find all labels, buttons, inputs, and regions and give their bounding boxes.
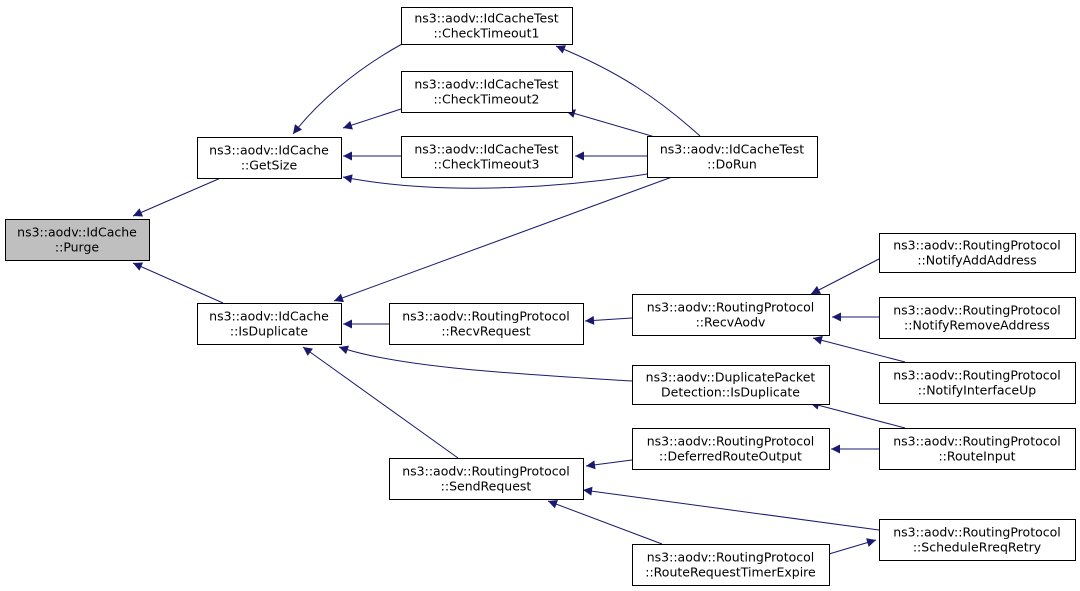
node-box <box>647 136 818 178</box>
edge-dorun-to-isdup <box>333 176 673 303</box>
node-box <box>389 303 584 345</box>
node-box <box>879 362 1076 404</box>
node-label-line: ::IsDuplicate <box>230 324 308 339</box>
node-label-line: ::CheckTimeout3 <box>434 157 540 172</box>
edge-notifyadd-to-recvaodv <box>810 258 880 295</box>
node-box <box>401 136 573 178</box>
node-ct3[interactable]: ns3::aodv::IdCacheTest::CheckTimeout3 <box>401 136 573 178</box>
node-label-line: ns3::aodv::IdCacheTest <box>414 77 558 92</box>
node-label-line: ::GetSize <box>241 158 298 173</box>
edge-sendreq-to-isdup <box>302 346 459 459</box>
node-label-line: ns3::aodv::RoutingProtocol <box>402 464 570 479</box>
node-label-line: ns3::aodv::RoutingProtocol <box>402 309 570 324</box>
node-label-line: ns3::aodv::IdCacheTest <box>414 142 558 157</box>
node-box <box>879 428 1076 470</box>
node-label-line: ::DoRun <box>707 157 757 172</box>
edge-dorun-to-ct1 <box>555 45 701 137</box>
node-label-line: ns3::aodv::IdCache <box>209 143 329 158</box>
node-label-line: ::CheckTimeout1 <box>434 26 540 41</box>
node-notifyup[interactable]: ns3::aodv::RoutingProtocol::NotifyInterf… <box>879 362 1076 404</box>
edge-notifyup-to-recvaodv <box>812 335 906 363</box>
node-box <box>401 71 573 113</box>
node-label-line: ::RouteRequestTimerExpire <box>645 565 816 580</box>
node-label-line: ::ScheduleRreqRetry <box>913 540 1042 555</box>
edge-dorun-to-ct2 <box>565 109 656 138</box>
edge-dorun-to-getsize <box>342 173 648 189</box>
edge-dpd-to-isdup <box>338 345 633 382</box>
node-recvaodv[interactable]: ns3::aodv::RoutingProtocol::RecvAodv <box>632 294 830 336</box>
edges-layer <box>132 43 906 555</box>
node-ct1[interactable]: ns3::aodv::IdCacheTest::CheckTimeout1 <box>401 7 573 45</box>
node-label-line: ::Purge <box>55 240 100 255</box>
node-label-line: ns3::aodv::RoutingProtocol <box>893 525 1061 540</box>
node-box <box>879 297 1076 339</box>
node-box <box>389 458 584 500</box>
edge-schedule-to-sendreq <box>582 486 880 531</box>
node-rrte[interactable]: ns3::aodv::RoutingProtocol::RouteRequest… <box>632 544 830 586</box>
node-dpd[interactable]: ns3::aodv::DuplicatePacketDetection::IsD… <box>632 365 830 405</box>
edge-isdup-to-purge <box>132 262 224 304</box>
node-box <box>197 303 342 345</box>
node-label-line: ns3::aodv::RoutingProtocol <box>647 550 815 565</box>
node-label-line: ns3::aodv::IdCacheTest <box>414 11 558 26</box>
edge-rrte-to-sendreq <box>547 499 663 545</box>
node-box <box>632 544 830 586</box>
node-label-line: ns3::aodv::IdCache <box>209 309 329 324</box>
edge-ct1-to-getsize <box>292 43 403 135</box>
edge-ct2-to-getsize <box>342 108 402 130</box>
node-routeinput[interactable]: ns3::aodv::RoutingProtocol::RouteInput <box>879 428 1076 470</box>
node-box <box>632 428 830 470</box>
node-label-line: ns3::aodv::RoutingProtocol <box>893 434 1061 449</box>
node-purge[interactable]: ns3::aodv::IdCache::Purge <box>5 219 150 261</box>
node-label-line: Detection::IsDuplicate <box>661 385 800 400</box>
node-deferred[interactable]: ns3::aodv::RoutingProtocol::DeferredRout… <box>632 428 830 470</box>
node-notifyremove[interactable]: ns3::aodv::RoutingProtocol::NotifyRemove… <box>879 297 1076 339</box>
node-label-line: ::NotifyAddAddress <box>917 253 1036 268</box>
node-dorun[interactable]: ns3::aodv::IdCacheTest::DoRun <box>647 136 818 178</box>
node-box <box>632 294 830 336</box>
edge-recvaodv-to-recvreq <box>584 315 633 325</box>
node-label-line: ns3::aodv::RoutingProtocol <box>893 303 1061 318</box>
edge-deferred-to-sendreq <box>585 459 633 470</box>
node-schedule[interactable]: ns3::aodv::RoutingProtocol::ScheduleRreq… <box>879 519 1076 561</box>
node-label-line: ns3::aodv::RoutingProtocol <box>647 300 815 315</box>
node-label-line: ns3::aodv::IdCache <box>17 225 137 240</box>
nodes-layer: ns3::aodv::IdCache::Purgens3::aodv::IdCa… <box>5 7 1076 586</box>
node-box <box>879 233 1076 273</box>
node-box <box>197 137 342 179</box>
node-label-line: ns3::aodv::RoutingProtocol <box>647 434 815 449</box>
node-notifyadd[interactable]: ns3::aodv::RoutingProtocol::NotifyAddAdd… <box>879 233 1076 273</box>
node-box <box>879 519 1076 561</box>
node-label-line: ::NotifyRemoveAddress <box>904 318 1050 333</box>
node-label-line: ns3::aodv::DuplicatePacket <box>646 370 816 385</box>
node-label-line: ns3::aodv::IdCacheTest <box>660 142 804 157</box>
node-recvreq[interactable]: ns3::aodv::RoutingProtocol::RecvRequest <box>389 303 584 345</box>
node-label-line: ::CheckTimeout2 <box>434 92 540 107</box>
node-label-line: ::DeferredRouteOutput <box>659 449 802 464</box>
node-sendreq[interactable]: ns3::aodv::RoutingProtocol::SendRequest <box>389 458 584 500</box>
node-label-line: ns3::aodv::RoutingProtocol <box>893 238 1061 253</box>
edge-rrte-to-schedule <box>828 538 877 555</box>
node-label-line: ::RecvRequest <box>441 324 530 339</box>
node-ct2[interactable]: ns3::aodv::IdCacheTest::CheckTimeout2 <box>401 71 573 113</box>
edge-routeinput-to-dpd <box>809 400 906 429</box>
node-box <box>632 365 830 405</box>
node-label-line: ns3::aodv::RoutingProtocol <box>893 368 1061 383</box>
node-label-line: ::RecvAodv <box>696 315 766 330</box>
node-getsize[interactable]: ns3::aodv::IdCache::GetSize <box>197 137 342 179</box>
edge-getsize-to-purge <box>132 176 224 217</box>
node-label-line: ::NotifyInterfaceUp <box>918 383 1036 398</box>
node-isdup[interactable]: ns3::aodv::IdCache::IsDuplicate <box>197 303 342 345</box>
node-box <box>5 219 150 261</box>
node-label-line: ::SendRequest <box>441 479 532 494</box>
node-label-line: ::RouteInput <box>938 449 1015 464</box>
node-box <box>401 7 573 45</box>
